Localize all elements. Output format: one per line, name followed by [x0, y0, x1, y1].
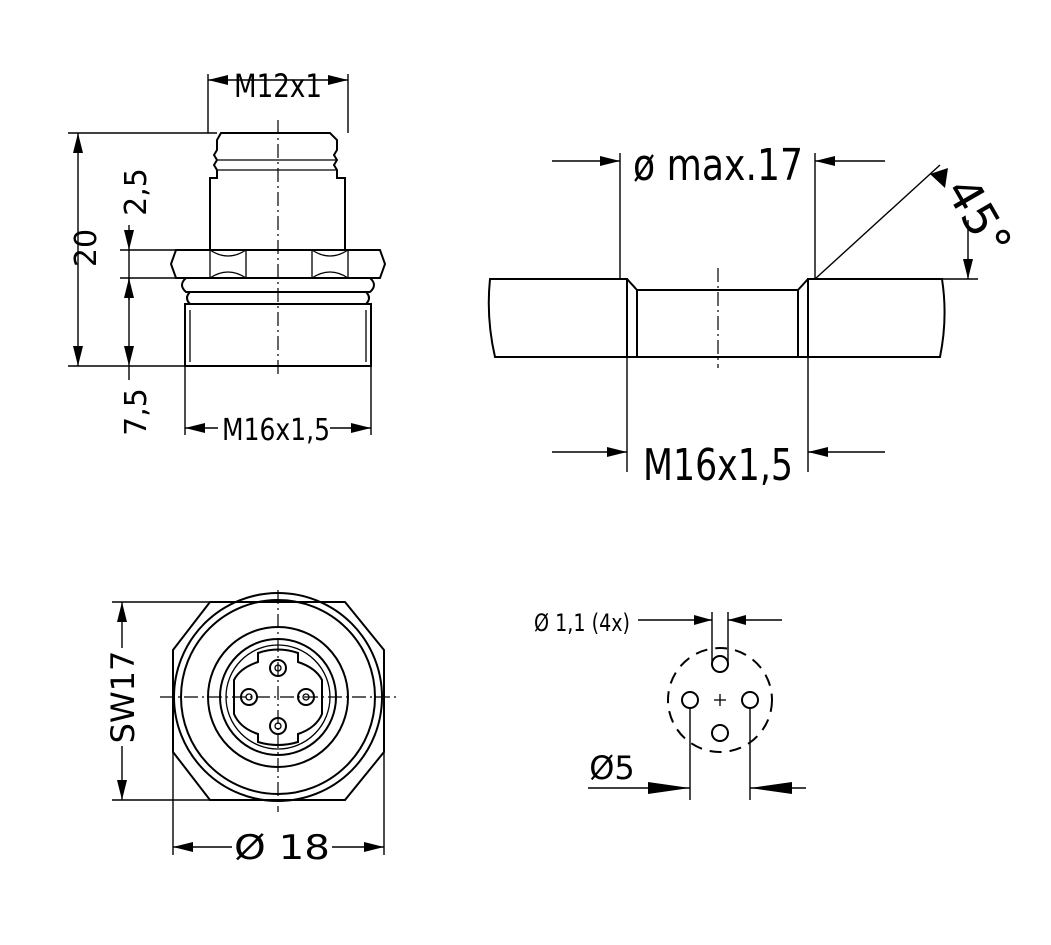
pin-pattern-view — [667, 647, 773, 753]
height-bottom-label: 7,5 — [119, 388, 154, 436]
chamfer-angle-label: 45° — [935, 168, 1023, 266]
panel-thread-label: M16x1,5 — [643, 440, 793, 491]
diameter-outer-label: Ø 18 — [234, 828, 330, 868]
front-view — [160, 590, 396, 812]
pin-diameter-label: Ø 1,1 (4x) — [534, 609, 630, 637]
side-view — [169, 120, 387, 378]
thread-top-label: M12x1 — [234, 67, 322, 105]
hole-max-label: ø max.17 — [633, 140, 803, 191]
thread-bottom-label: M16x1,5 — [222, 413, 330, 448]
side-view-dimensions — [68, 74, 372, 435]
pin-pattern-dimensions — [588, 612, 806, 800]
height-total-label: 20 — [69, 229, 104, 267]
pin-circle-label: Ø5 — [589, 749, 635, 787]
height-top-label: 2,5 — [119, 168, 154, 216]
panel-cutout-view — [487, 268, 946, 368]
wrench-size-label: SW17 — [104, 651, 142, 744]
panel-cutout-dimensions — [552, 153, 978, 472]
